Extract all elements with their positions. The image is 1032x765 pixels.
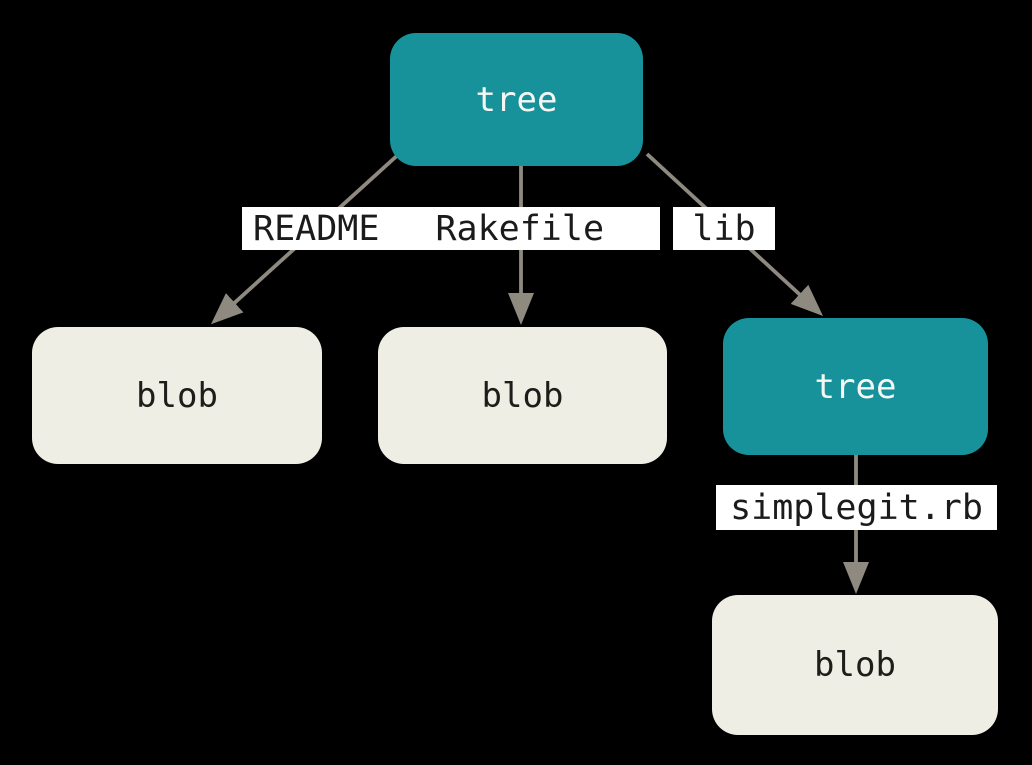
edge-label-readme: README (253, 208, 380, 249)
node-blob-readme: blob (32, 327, 322, 464)
node-label: blob (481, 375, 564, 416)
node-tree-root: tree (390, 33, 643, 166)
node-blob-rakefile: blob (378, 327, 667, 464)
node-tree-lib: tree (723, 318, 988, 455)
edge-label-rakefile: Rakefile (435, 208, 605, 249)
edge-label-chip-readme-rakefile: README Rakefile (242, 207, 660, 250)
node-label: blob (136, 375, 218, 416)
node-label: tree (475, 79, 558, 120)
node-label: blob (814, 645, 896, 685)
node-label: tree (814, 366, 897, 407)
edge-label-chip-lib: lib (673, 207, 775, 250)
edge-label-simplegit: simplegit.rb (730, 487, 983, 528)
edge-label-lib: lib (692, 208, 756, 249)
edge-label-chip-simplegit: simplegit.rb (716, 485, 997, 530)
node-blob-simplegit: blob (712, 595, 998, 735)
